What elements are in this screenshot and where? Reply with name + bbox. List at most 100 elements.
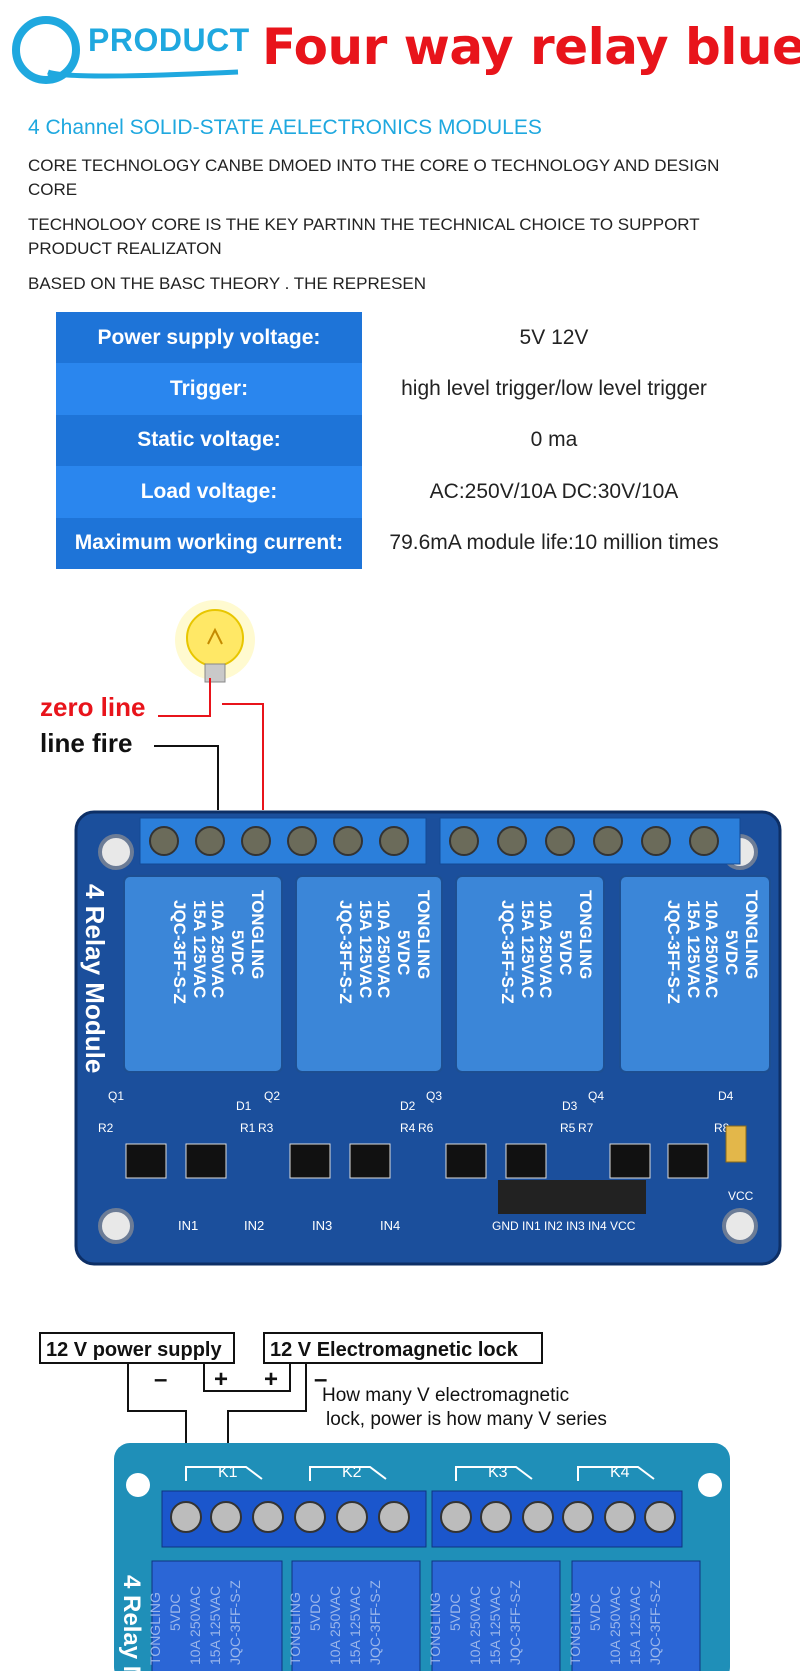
relay-text: TONGLING xyxy=(567,1592,583,1665)
spec-label: Load voltage: xyxy=(56,466,362,518)
relay-text: 10A 250VAC xyxy=(327,1586,343,1665)
relay-text: TONGLING xyxy=(287,1592,303,1665)
relay-text: 15A 125VAC xyxy=(190,900,209,998)
component-label: Q2 xyxy=(264,1089,280,1103)
paragraph-1: CORE TECHNOLOGY CANBE DMOED INTO THE COR… xyxy=(28,156,720,199)
relay-text: TONGLING xyxy=(427,1592,443,1665)
relay-text: 5VDC xyxy=(722,930,741,975)
relay-text: 15A 125VAC xyxy=(487,1586,503,1665)
relay-text: JQC-3FF-S-Z xyxy=(170,900,189,1004)
plus-sign: + xyxy=(214,1366,228,1393)
component-label: Q1 xyxy=(108,1089,124,1103)
spec-value: high level trigger/low level trigger xyxy=(401,377,707,401)
spec-row: Load voltage: AC:250V/10A DC:30V/10A xyxy=(56,466,746,518)
note-line-1: How many V electromagnetic xyxy=(322,1385,569,1406)
relay-text: 15A 125VAC xyxy=(207,1586,223,1665)
relay-text: JQC-3FF-S-Z xyxy=(227,1580,243,1665)
search-logo-icon xyxy=(12,16,239,84)
relay-text: TONGLING xyxy=(147,1592,163,1665)
power-supply-label: 12 V power supply xyxy=(46,1339,222,1361)
component-label: R6 xyxy=(418,1121,434,1135)
light-bulb-icon xyxy=(175,600,255,683)
spec-row: Static voltage: 0 ma xyxy=(56,414,746,467)
relay-board: K1 K2 K3 K4 TONGLING 5VDC 10A 250VAC 15A… xyxy=(114,1443,730,1671)
relay-text: JQC-3FF-S-Z xyxy=(507,1580,523,1665)
relay-text: 5VDC xyxy=(307,1594,323,1631)
relay-label: K4 xyxy=(610,1464,630,1481)
paragraph-2: TECHNOLOOY CORE IS THE KEY PARTINN THE T… xyxy=(28,215,700,258)
relay-text: 15A 125VAC xyxy=(356,900,375,998)
relay-text: TONGLING xyxy=(576,890,595,979)
component-label: R5 xyxy=(560,1121,576,1135)
relay-text: 10A 250VAC xyxy=(607,1586,623,1665)
spec-table: Power supply voltage: 5V 12V Trigger: hi… xyxy=(56,312,746,569)
component-label: Q4 xyxy=(588,1089,604,1103)
component-label: R3 xyxy=(258,1121,274,1135)
board-label: 4 Relay M xyxy=(118,1575,145,1671)
spec-value: 5V 12V xyxy=(519,325,589,349)
spec-value: 0 ma xyxy=(530,428,578,452)
relay-text: 5VDC xyxy=(447,1594,463,1631)
zero-line-label: zero line xyxy=(40,692,145,722)
relay-label: K2 xyxy=(342,1464,362,1481)
relay-text: 15A 125VAC xyxy=(518,900,537,998)
relay-text: 10A 250VAC xyxy=(208,900,227,998)
component-label: R7 xyxy=(578,1121,594,1135)
relay-board-diagram: zero line line fire TONGLING 5VDC 10A 25… xyxy=(40,600,782,1266)
component-label: D4 xyxy=(718,1089,734,1103)
paragraph-3: BASED ON THE BASC THEORY . THE REPRESEN xyxy=(28,274,427,293)
note-line-2: lock, power is how many V series xyxy=(326,1409,607,1430)
minus-sign: – xyxy=(314,1366,327,1393)
relay-text: 15A 125VAC xyxy=(684,900,703,998)
relay-text: 10A 250VAC xyxy=(374,900,393,998)
relay-label: K3 xyxy=(488,1464,508,1481)
spec-label: Power supply voltage: xyxy=(56,312,362,364)
relay-text: 5VDC xyxy=(587,1594,603,1631)
board-label: 4 Relay Module xyxy=(80,884,110,1073)
spec-value: 79.6mA module life:10 million times xyxy=(389,531,719,555)
spec-row: Power supply voltage: 5V 12V xyxy=(56,312,746,364)
relay-text: 10A 250VAC xyxy=(467,1586,483,1665)
logo-text: PRODUCT xyxy=(88,22,250,58)
component-label: VCC xyxy=(728,1189,754,1203)
spec-value: AC:250V/10A DC:30V/10A xyxy=(429,479,679,503)
spec-row: Trigger: high level trigger/low level tr… xyxy=(56,363,746,415)
relay-text: JQC-3FF-S-Z xyxy=(498,900,517,1004)
lock-label: 12 V Electromagnetic lock xyxy=(270,1339,519,1361)
input-label: IN4 xyxy=(380,1218,400,1233)
relay-text: 15A 125VAC xyxy=(347,1586,363,1665)
relay-text: 10A 250VAC xyxy=(187,1586,203,1665)
relay-text: TONGLING xyxy=(742,890,761,979)
subtitle: 4 Channel SOLID-STATE AELECTRONICS MODUL… xyxy=(28,116,542,139)
component-label: D1 xyxy=(236,1099,252,1113)
component-label: R4 xyxy=(400,1121,416,1135)
minus-sign: – xyxy=(154,1366,167,1393)
relay-text: 5VDC xyxy=(556,930,575,975)
relay-text: 5VDC xyxy=(228,930,247,975)
component-label: R1 xyxy=(240,1121,256,1135)
line-fire-label: line fire xyxy=(40,728,132,758)
relay-text: JQC-3FF-S-Z xyxy=(336,900,355,1004)
relay-label: K1 xyxy=(218,1464,238,1481)
component-label: D2 xyxy=(400,1099,416,1113)
component-label: R2 xyxy=(98,1121,114,1135)
header-pin-labels: GND IN1 IN2 IN3 IN4 VCC xyxy=(492,1219,636,1233)
relay-text: JQC-3FF-S-Z xyxy=(367,1580,383,1665)
plus-sign: + xyxy=(264,1366,278,1393)
relay-text: JQC-3FF-S-Z xyxy=(647,1580,663,1665)
spec-row: Maximum working current: 79.6mA module l… xyxy=(56,517,746,569)
spec-label: Trigger: xyxy=(56,363,362,415)
spec-label: Maximum working current: xyxy=(56,517,362,569)
component-label: D3 xyxy=(562,1099,578,1113)
relay-text: 10A 250VAC xyxy=(536,900,555,998)
relay-text: TONGLING xyxy=(414,890,433,979)
input-label: IN3 xyxy=(312,1218,332,1233)
input-label: IN1 xyxy=(178,1218,198,1233)
relay-text: TONGLING xyxy=(248,890,267,979)
relay-text: 5VDC xyxy=(394,930,413,975)
lock-wiring-diagram: 12 V power supply 12 V Electromagnetic l… xyxy=(39,1332,730,1671)
header: PRODUCT Four way relay blue xyxy=(0,0,800,105)
spec-label: Static voltage: xyxy=(56,414,362,467)
relay-text: 5VDC xyxy=(167,1594,183,1631)
relay-text: 15A 125VAC xyxy=(627,1586,643,1665)
